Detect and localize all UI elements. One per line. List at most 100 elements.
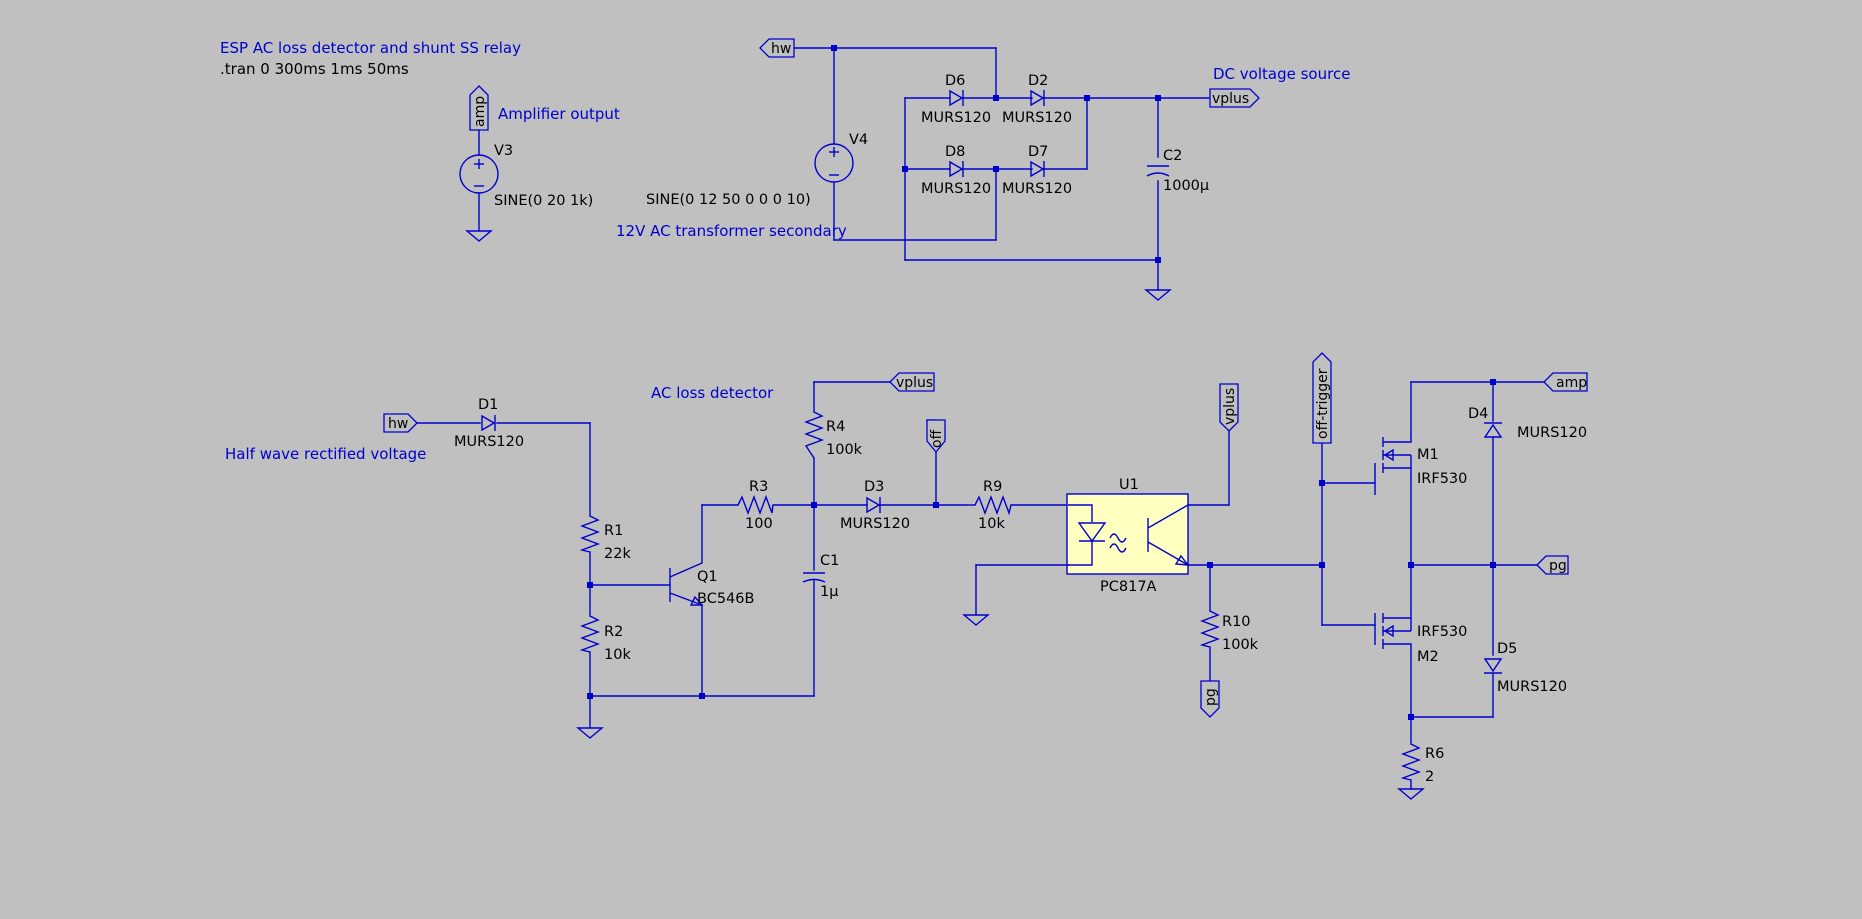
d7-value: MURS120 [1002,181,1072,197]
v4-value: SINE(0 12 50 0 0 0 10) [646,192,811,208]
diode-d2[interactable] [1030,89,1045,107]
net-flag-pg-switch[interactable]: pg [1536,555,1569,575]
d4-value: MURS120 [1517,425,1587,441]
net-flag-hw-top[interactable]: hw [759,38,795,58]
r3-ref: R3 [749,479,768,495]
optocoupler-u1[interactable] [1066,493,1190,575]
ac-loss-comment: AC loss detector [651,384,774,402]
d8-value: MURS120 [921,181,991,197]
diode-d3[interactable] [866,496,881,514]
d5-ref: D5 [1497,641,1517,657]
resistor-r2[interactable] [579,615,600,653]
net-label-vplus-opto: vplus [1222,388,1238,425]
resistor-r4[interactable] [804,411,824,459]
capacitor-c1[interactable] [802,572,826,583]
resistor-r6[interactable] [1400,743,1421,781]
r3-value: 100 [745,516,773,532]
r9-ref: R9 [983,479,1002,495]
resistor-r10[interactable] [1199,610,1220,648]
diode-d6[interactable] [949,89,964,107]
r2-ref: R2 [604,624,623,640]
mosfet-m1[interactable] [1374,434,1412,495]
r4-value: 100k [826,442,863,458]
net-label-off: off [929,429,945,448]
source-v3[interactable] [459,129,499,231]
net-label-vplus-detector: vplus [896,375,933,391]
r4-ref: R4 [826,419,845,435]
r1-value: 22k [604,546,631,562]
c1-ref: C1 [820,553,839,569]
d3-ref: D3 [864,479,884,495]
u1-value: PC817A [1100,579,1157,595]
junctions-detector [587,502,939,699]
net-flag-amp-v3[interactable]: amp [469,85,489,131]
net-label-hw-top: hw [771,41,791,57]
d2-value: MURS120 [1002,110,1072,126]
resistor-r9[interactable] [974,495,1012,516]
m1-ref: M1 [1417,447,1439,463]
m2-value: IRF530 [1417,624,1467,640]
d3-value: MURS120 [840,516,910,532]
u1-ref: U1 [1119,477,1139,493]
net-flag-hw-detector[interactable]: hw [383,413,418,433]
r9-value: 10k [978,516,1005,532]
net-flag-vplus-opto[interactable]: vplus [1219,383,1239,432]
d2-ref: D2 [1028,73,1048,89]
diode-d8[interactable] [949,160,964,178]
v4-ref: V4 [849,132,868,148]
wires-switch [1321,381,1545,790]
c2-ref: C2 [1163,148,1182,164]
wires-bridge [789,47,1211,291]
d6-value: MURS120 [921,110,991,126]
d8-ref: D8 [945,144,965,160]
net-flag-vplus-top[interactable]: vplus [1209,88,1260,108]
mosfet-m2[interactable] [1374,608,1412,650]
capacitor-c2[interactable] [1146,165,1170,177]
q1-ref: Q1 [697,569,718,585]
v3-ref: V3 [494,143,513,159]
half-wave-comment: Half wave rectified voltage [225,445,426,463]
m2-ref: M2 [1417,649,1439,665]
diode-d1[interactable] [481,414,496,432]
net-flag-vplus-detector[interactable]: vplus [889,372,935,392]
resistor-r1[interactable] [579,515,600,553]
ground-symbol-opto [962,614,990,626]
net-label-vplus-top: vplus [1212,91,1249,107]
net-label-hw-detector: hw [388,416,408,432]
junctions-opto [1207,562,1213,568]
net-flag-amp-switch[interactable]: amp [1543,372,1588,392]
tran-directive[interactable]: .tran 0 300ms 1ms 50ms [220,60,409,78]
d7-ref: D7 [1028,144,1048,160]
m1-value: IRF530 [1417,471,1467,487]
net-flag-off[interactable]: off [926,419,946,454]
q1-value: BC546B [697,591,754,607]
ground-symbol-c2 [1144,289,1172,301]
d6-ref: D6 [945,73,965,89]
ground-symbol-r2 [576,727,604,739]
resistor-r3[interactable] [737,495,774,515]
c1-value: 1µ [820,584,838,600]
ground-symbol-v3 [465,230,493,242]
net-label-off-trigger: off-trigger [1315,368,1331,439]
junctions-switch [1319,379,1496,720]
diode-d7[interactable] [1030,160,1045,178]
amplifier-output-comment: Amplifier output [498,105,620,123]
r6-ref: R6 [1425,746,1444,762]
net-flag-pg-r10[interactable]: pg [1200,680,1220,718]
r10-ref: R10 [1222,614,1251,630]
dc-source-comment: DC voltage source [1213,65,1350,83]
net-flag-off-trigger[interactable]: off-trigger [1312,352,1332,444]
diode-d4[interactable] [1483,422,1503,438]
source-v4[interactable] [814,143,854,183]
d4-ref: D4 [1468,406,1488,422]
transformer-comment: 12V AC transformer secondary [616,222,847,240]
ground-symbol-r6 [1397,788,1425,800]
diode-d5[interactable] [1483,658,1503,674]
r2-value: 10k [604,647,631,663]
transistor-q1[interactable] [669,562,704,606]
v3-value: SINE(0 20 1k) [494,193,593,209]
r1-ref: R1 [604,523,623,539]
net-label-amp-v3: amp [472,96,488,127]
d5-value: MURS120 [1497,679,1567,695]
